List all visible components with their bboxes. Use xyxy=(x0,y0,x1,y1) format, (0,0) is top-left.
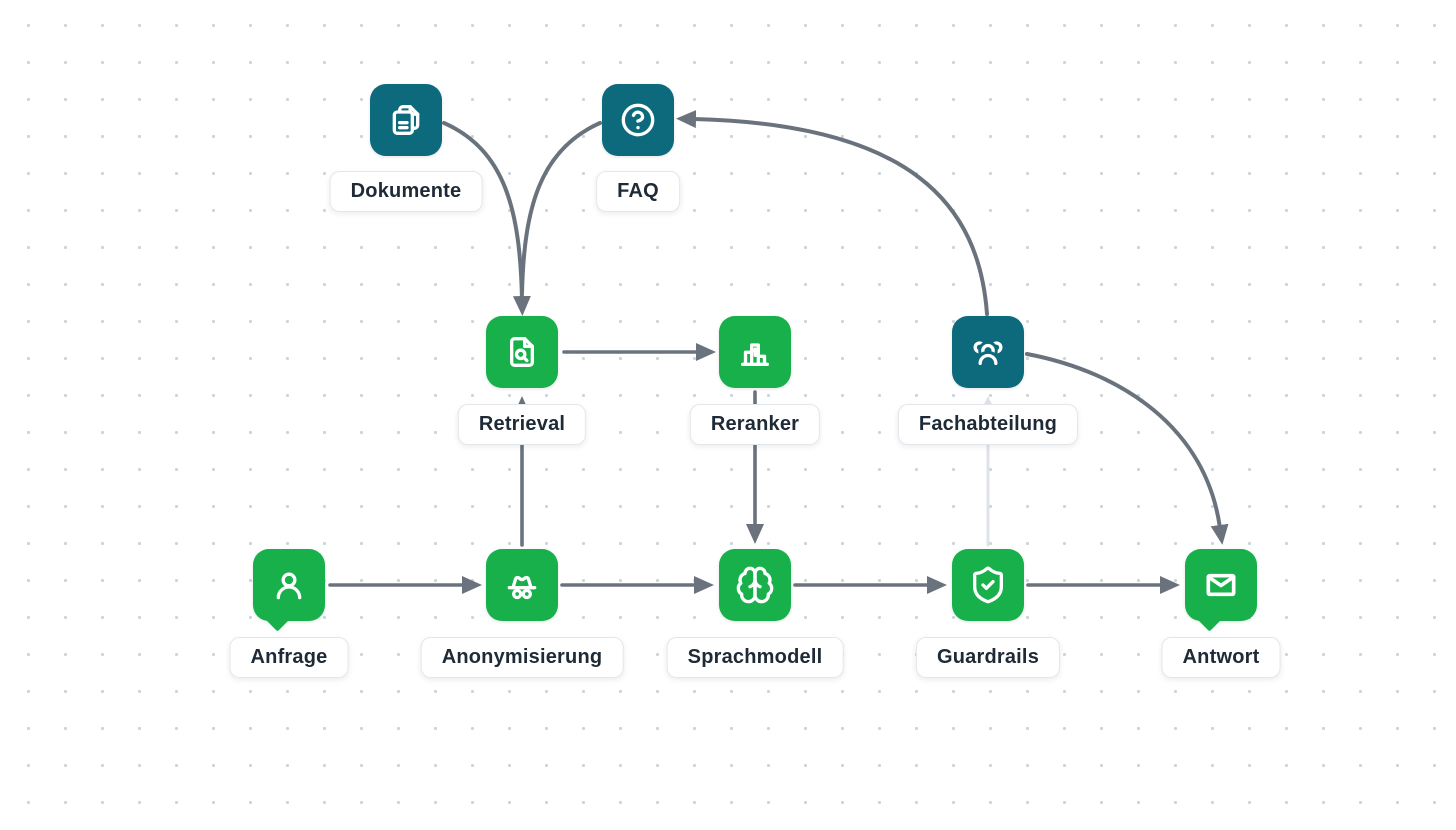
file-search-icon xyxy=(510,337,534,367)
edge-fachabteilung-to-antwort xyxy=(1025,352,1229,545)
node-anfrage xyxy=(253,549,325,621)
label-anfrage: Anfrage xyxy=(229,637,349,678)
user-group-icon xyxy=(973,340,1003,368)
node-dokumente xyxy=(370,84,442,156)
podium-rank1-icon xyxy=(741,343,769,366)
node-reranker xyxy=(719,316,791,388)
brain-icon xyxy=(736,566,774,604)
node-fachabteilung xyxy=(952,316,1024,388)
node-antwort xyxy=(1185,549,1257,621)
node-guardrails xyxy=(952,549,1024,621)
incognito-icon xyxy=(507,575,537,600)
label-dokumente: Dokumente xyxy=(329,171,483,212)
node-retrieval xyxy=(486,316,558,388)
edge-faq-to-retrieval xyxy=(520,121,602,295)
label-reranker: Reranker xyxy=(689,404,821,445)
edge-dokumente-to-retrieval xyxy=(442,121,531,316)
shield-check-icon xyxy=(973,566,1003,604)
edge-fachabteilung-to-faq xyxy=(676,110,989,316)
label-antwort: Antwort xyxy=(1161,637,1281,678)
node-sprachmodell xyxy=(719,549,791,621)
node-faq xyxy=(602,84,674,156)
label-anonymisierung: Anonymisierung xyxy=(420,637,624,678)
label-faq: FAQ xyxy=(596,171,680,212)
label-retrieval: Retrieval xyxy=(457,404,587,445)
question-circle-icon xyxy=(621,103,655,137)
label-fachabteilung: Fachabteilung xyxy=(897,404,1079,445)
label-sprachmodell: Sprachmodell xyxy=(666,637,844,678)
label-guardrails: Guardrails xyxy=(915,637,1061,678)
user-icon xyxy=(276,572,302,600)
mail-icon xyxy=(1206,573,1236,597)
node-anonymisierung xyxy=(486,549,558,621)
documents-icon xyxy=(392,105,420,135)
